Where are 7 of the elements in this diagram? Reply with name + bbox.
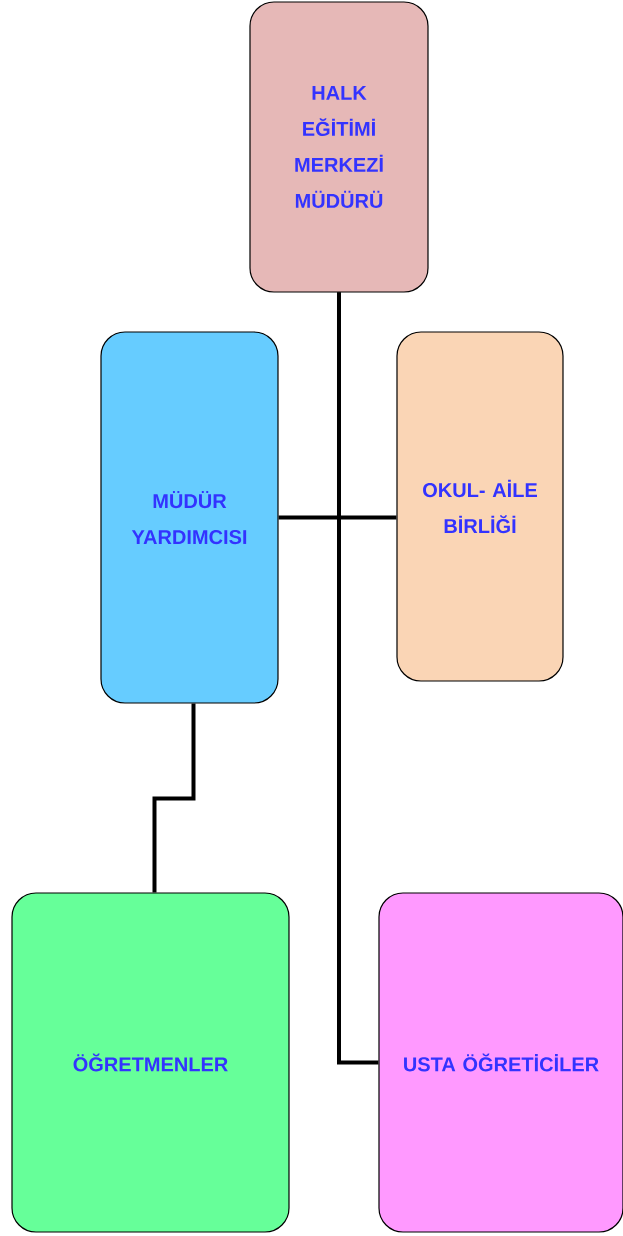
position-box: MÜDÜR YARDIMCISI [100, 331, 279, 704]
position-box: HALK EĞİTİMİ MERKEZİ MÜDÜRÜ [249, 1, 429, 293]
connector-line [337, 292, 379, 1065]
connector-line [152, 703, 196, 893]
position-box: OKUL- AİLE BİRLİĞİ [396, 331, 564, 682]
position-box: USTA ÖĞRETİCİLER [378, 892, 623, 1233]
position-box: ÖĞRETMENLER [11, 892, 290, 1233]
